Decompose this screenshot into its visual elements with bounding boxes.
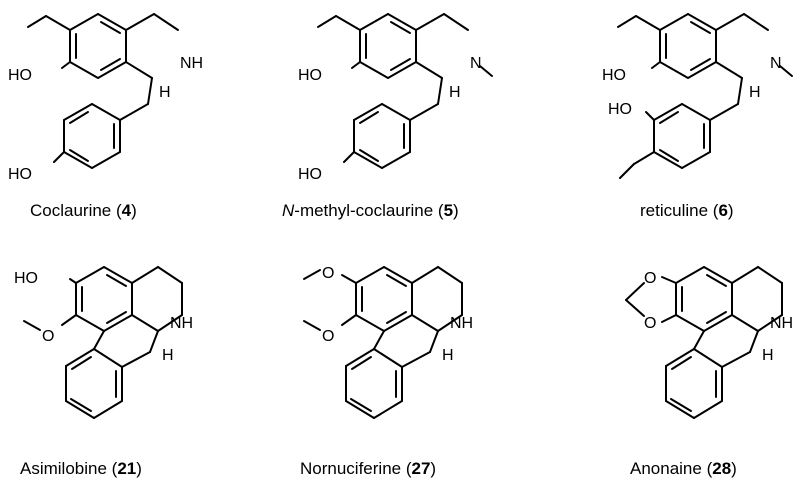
stereo-h-label: H [449,84,461,101]
caption-anonaine: Anonaine (28) [630,459,737,478]
caption-reticuline: reticuline (6) [640,201,734,220]
dioxole-o-label: O [644,270,656,287]
stereo-h-label: H [162,347,174,364]
caption-n-methyl-coclaurine: N-methyl-coclaurine (5) [282,201,459,220]
dioxole-o-label-2: O [644,315,656,332]
stereo-h-label: H [749,84,761,101]
compound-anonaine: O O NH H Anonaine (28) [625,266,793,478]
compound-coclaurine: HO NH H HO Coclaurine (4) [8,13,203,220]
amine-label: NH [450,315,473,332]
amine-label: NH [180,55,203,72]
amine-label: N [470,55,482,72]
stereo-h-label: H [762,347,774,364]
amine-label: NH [170,315,193,332]
methoxy-o-label: O [322,265,334,282]
stereo-h-label: H [159,84,171,101]
caption-asimilobine: Asimilobine (21) [20,459,142,478]
methoxy-o-label: O [42,328,54,345]
compound-reticuline: HO N H HO reticuline (6) [602,13,793,220]
compound-nornuciferine: O O NH H Nornuciferine (27) [300,265,473,478]
hydroxy-label: HO [602,67,626,84]
compound-n-methyl-coclaurine: HO N H HO N-methyl-coclaurine (5) [282,13,493,220]
amine-label: N [770,55,782,72]
hydroxy-label-2: HO [608,101,632,118]
methoxy-o-label-2: O [322,328,334,345]
caption-coclaurine: Coclaurine (4) [30,201,137,220]
stereo-h-label: H [442,347,454,364]
hydroxy-label-2: HO [8,166,32,183]
hydroxy-label: HO [298,67,322,84]
hydroxy-label: HO [8,67,32,84]
compound-asimilobine: HO O NH H Asimilobine (21) [14,266,193,478]
hydroxy-label-2: HO [298,166,322,183]
caption-nornuciferine: Nornuciferine (27) [300,459,436,478]
amine-label: NH [770,315,793,332]
hydroxy-label: HO [14,270,38,287]
